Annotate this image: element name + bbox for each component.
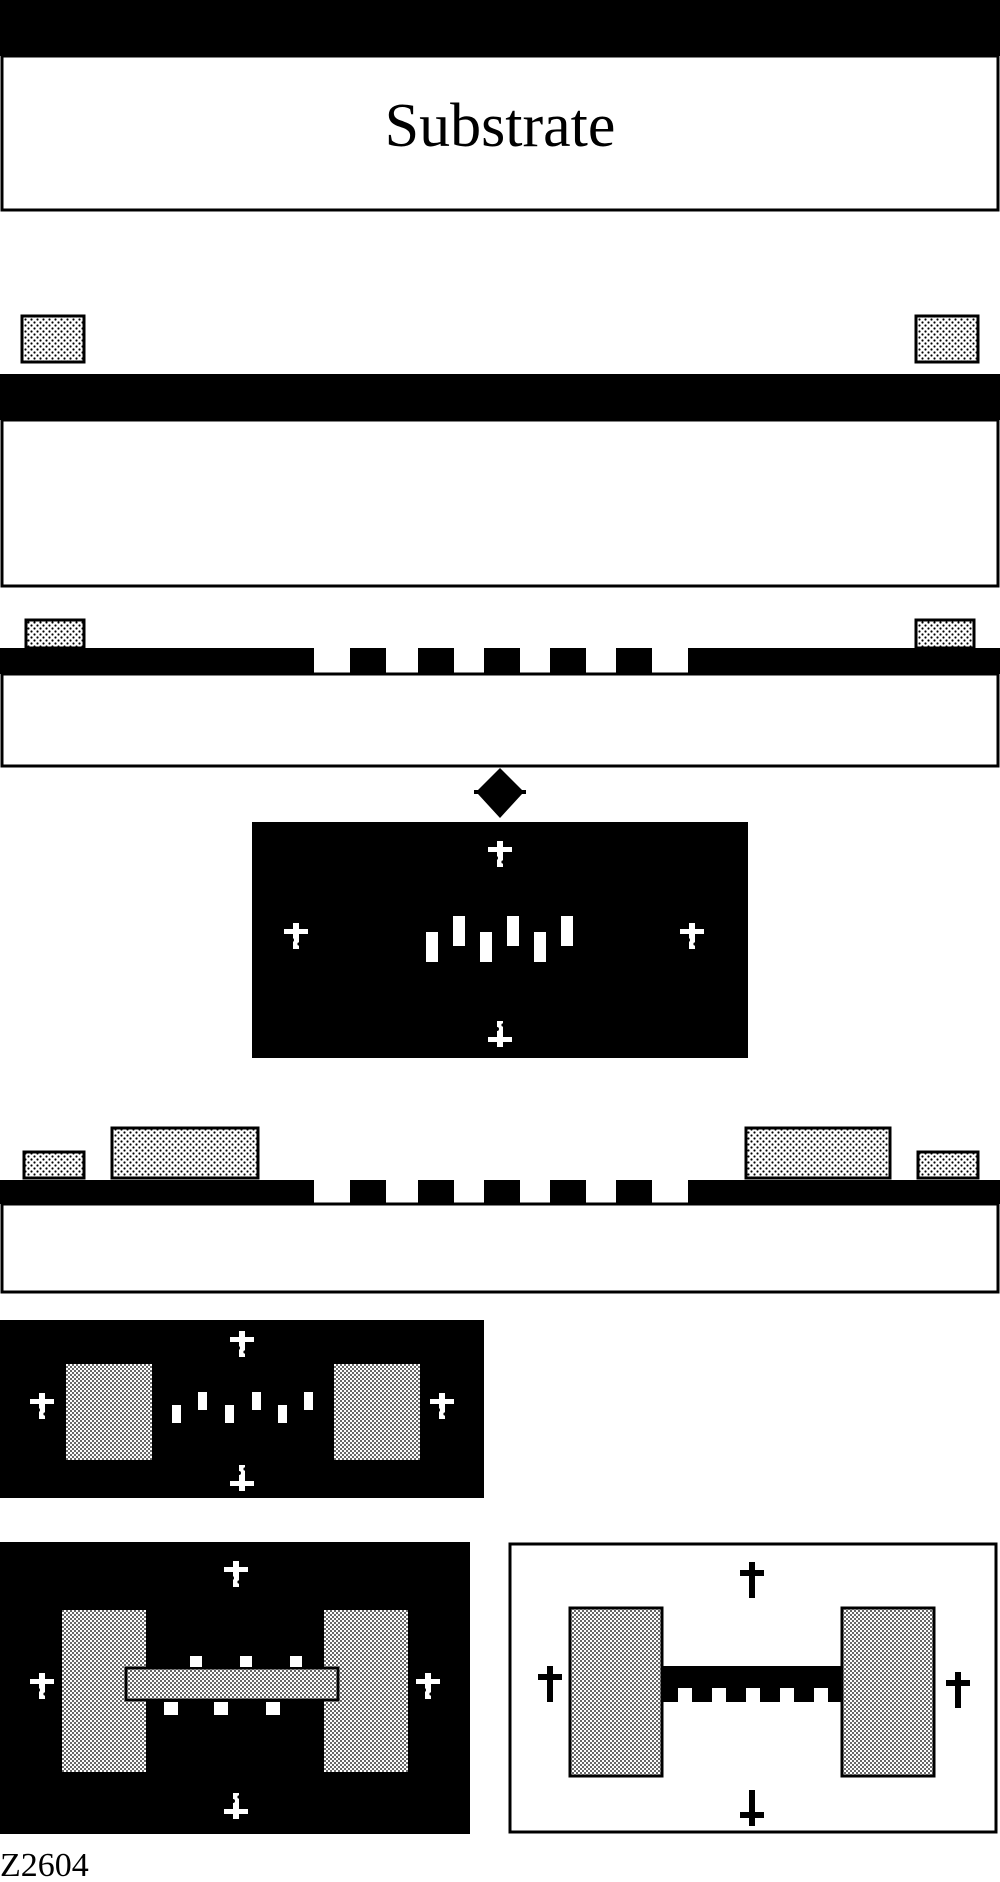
left-pad-small (24, 618, 86, 650)
panel-top-view-grating (252, 822, 748, 1058)
substrate-block (0, 54, 1000, 212)
left-electrode-final (568, 1606, 664, 1778)
substrate-block-4 (0, 1202, 1000, 1294)
right-electrode-top (334, 1364, 420, 1460)
panel-substrate: Substrate (0, 0, 1000, 212)
bridge-teeth (164, 1656, 302, 1715)
panel-top-view-electrodes (0, 1320, 484, 1498)
left-electrode-top (66, 1364, 152, 1460)
right-pad-small (914, 618, 976, 650)
substrate-label: Substrate (385, 92, 616, 160)
panel-top-view-bridge (0, 1542, 470, 1834)
film-layer (0, 374, 1000, 420)
panel-pads-on-film (0, 314, 1000, 588)
double-arrow-icon (474, 768, 526, 818)
panel-electrodes-section (0, 1126, 1000, 1294)
substrate-block-2 (0, 418, 1000, 588)
top-layer (0, 0, 1000, 56)
grating-teeth-2 (350, 1180, 652, 1204)
right-electrode (744, 1126, 892, 1180)
panel-final-device (508, 1542, 998, 1834)
grating-lines (426, 916, 573, 962)
right-pad-small-2 (916, 1150, 980, 1180)
meander-wire (662, 1666, 842, 1702)
right-pad (914, 314, 980, 364)
bridge-strip (124, 1666, 340, 1702)
grating-lines-2 (172, 1392, 313, 1423)
left-electrode (110, 1126, 260, 1180)
left-pad (20, 314, 86, 364)
right-electrode-final (840, 1606, 936, 1778)
substrate-block-3 (0, 672, 1000, 768)
panel-patterned-film (0, 618, 1000, 768)
left-pad-small-2 (22, 1150, 86, 1180)
figure-id: Z2604 (0, 1847, 89, 1882)
grating-teeth (350, 648, 652, 674)
